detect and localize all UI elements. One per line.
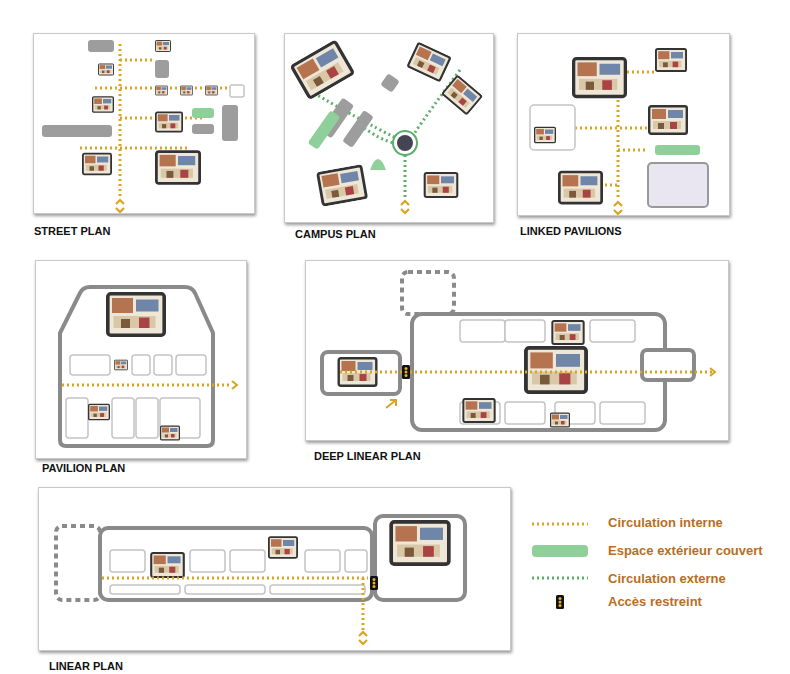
plan-panel: STREET PLAN xyxy=(33,33,255,214)
plan-caption: CAMPUS PLAN xyxy=(295,228,376,240)
legend-text: Circulation externe xyxy=(608,571,726,586)
legend-swatch xyxy=(532,545,588,557)
legend-text: Espace extérieur couvert xyxy=(608,543,763,558)
plan-panel: DEEP LINEAR PLAN xyxy=(305,260,729,441)
plan-panel: LINEAR PLAN xyxy=(38,487,511,651)
plan-caption: LINKED PAVILIONS xyxy=(520,225,622,237)
plan-caption: STREET PLAN xyxy=(34,225,110,237)
plan-panel: PAVILION PLAN xyxy=(35,260,247,459)
plan-panel: LINKED PAVILIONS xyxy=(517,33,730,216)
plan-caption: DEEP LINEAR PLAN xyxy=(314,450,421,462)
plan-panel: CAMPUS PLAN xyxy=(284,33,494,223)
legend-samples xyxy=(532,524,588,609)
plan-caption: LINEAR PLAN xyxy=(49,660,123,672)
legend-text: Circulation interne xyxy=(608,515,723,530)
legend-text: Accès restreint xyxy=(608,594,702,609)
plan-caption: PAVILION PLAN xyxy=(42,462,125,474)
